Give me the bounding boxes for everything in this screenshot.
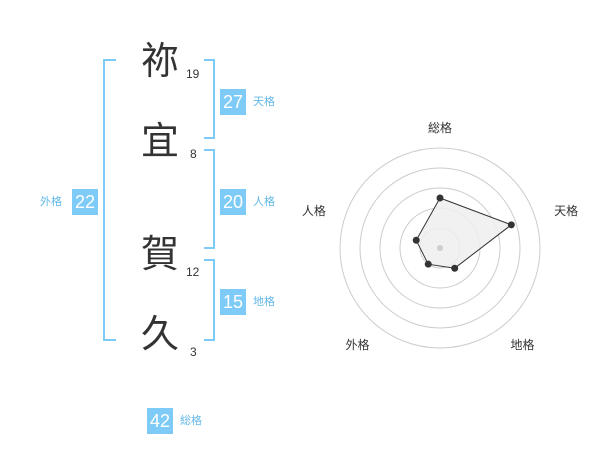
radar-point [424, 260, 432, 268]
stroke-count-4: 3 [190, 345, 197, 359]
soukaku-label: 総格 [180, 414, 202, 427]
stroke-count-1: 19 [186, 67, 200, 81]
radar-point [412, 236, 420, 244]
radar-area [415, 197, 513, 269]
jinkaku-label: 人格 [253, 195, 275, 208]
tenkaku-value: 27 [220, 89, 246, 115]
tenkaku-label: 天格 [253, 95, 275, 108]
jinkaku-value: 20 [220, 189, 246, 215]
soukaku-value: 42 [147, 408, 173, 434]
radar-axis-label: 地格 [511, 337, 535, 352]
jinkaku-bracket [204, 149, 215, 249]
tenkaku-bracket [204, 59, 215, 139]
chikaku-label: 地格 [253, 295, 275, 308]
radar-axis-label: 人格 [302, 203, 326, 218]
chikaku-value: 15 [220, 289, 246, 315]
radar-axis-label: 外格 [345, 337, 369, 352]
gaikaku-bracket [103, 59, 116, 341]
radar-point [507, 221, 515, 229]
radar-point [451, 264, 459, 272]
radar-ring [359, 167, 521, 329]
name-char-3: 賀 [140, 232, 179, 276]
radar-ring [379, 187, 501, 309]
radar-axis-label: 天格 [554, 203, 578, 218]
stroke-count-2: 8 [190, 147, 197, 161]
radar-center-dot [437, 245, 443, 251]
name-char-2: 宜 [140, 119, 179, 163]
stroke-count-3: 12 [186, 265, 200, 279]
name-char-1: 祢 [140, 39, 179, 83]
name-char-4: 久 [140, 312, 179, 356]
radar-ring [339, 147, 541, 349]
gaikaku-label: 外格 [40, 195, 62, 208]
radar-point [436, 194, 444, 202]
chikaku-bracket [204, 259, 215, 341]
radar-axis-label: 総格 [428, 120, 452, 135]
gaikaku-value: 22 [72, 189, 98, 215]
